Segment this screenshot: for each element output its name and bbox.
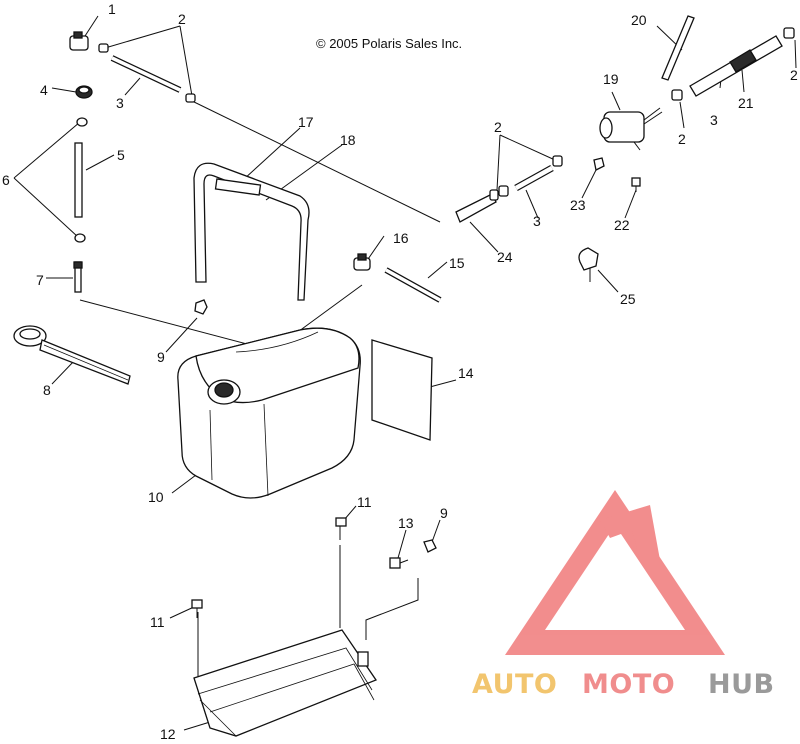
part-10-fuel-tank xyxy=(177,327,361,499)
part-24-fitting xyxy=(455,189,499,223)
callout-2-right: 2 xyxy=(678,131,686,147)
watermark-logo xyxy=(505,490,725,655)
watermark-moto: MOTO xyxy=(582,669,675,700)
part-19-valve xyxy=(599,107,663,151)
part-12-skid-plate xyxy=(193,629,377,737)
part-21-3-hose-right xyxy=(689,35,783,97)
callout-9-bottom: 9 xyxy=(440,505,448,521)
callout-20: 20 xyxy=(631,12,647,28)
callout-9-top: 9 xyxy=(157,349,165,365)
part-20-rod xyxy=(661,15,695,81)
callout-8: 8 xyxy=(43,382,51,398)
callout-2-mid: 2 xyxy=(494,119,502,135)
callout-14: 14 xyxy=(458,365,474,381)
part-3-hose-mid xyxy=(514,164,554,192)
part-11-bolt-top xyxy=(335,517,347,540)
part-23-nut xyxy=(593,157,605,171)
part-17-18-strap xyxy=(193,162,310,301)
part-14-pad xyxy=(371,339,433,441)
callout-17: 17 xyxy=(298,114,314,130)
callout-18: 18 xyxy=(340,132,356,148)
callout-23: 23 xyxy=(570,197,586,213)
part-7-pin xyxy=(73,261,83,293)
callout-4: 4 xyxy=(40,82,48,98)
callout-3-right: 3 xyxy=(710,112,718,128)
part-2-clamp-right-b xyxy=(783,27,795,39)
callout-2-far-right: 2 xyxy=(790,67,798,83)
part-13-bolt xyxy=(389,557,409,569)
part-2-clamp-mid-b xyxy=(552,155,563,167)
callout-2-left: 2 xyxy=(178,11,186,27)
part-9-nut-top xyxy=(194,299,208,315)
part-22-screw xyxy=(631,177,641,192)
callout-22: 22 xyxy=(614,217,630,233)
part-6-cap-bottom xyxy=(74,233,86,243)
callout-16: 16 xyxy=(393,230,409,246)
callout-25: 25 xyxy=(620,291,636,307)
leader-lines xyxy=(13,15,797,731)
part-4-grommet xyxy=(75,85,93,99)
callout-11-top: 11 xyxy=(357,494,372,510)
callout-24: 24 xyxy=(497,249,513,265)
callout-11-bottom: 11 xyxy=(150,614,165,630)
part-2-clamp-mid-a xyxy=(498,185,509,197)
part-25-bracket xyxy=(578,247,599,282)
part-11-bolt-bottom xyxy=(191,599,203,618)
part-2-clamp-left-a xyxy=(98,43,109,53)
part-9-nut-bottom xyxy=(423,539,437,553)
part-15-hose xyxy=(384,267,442,303)
part-2-clamp-right-a xyxy=(671,89,683,101)
callout-1: 1 xyxy=(108,1,116,17)
part-8-dipstick-cap xyxy=(13,325,131,385)
callout-12: 12 xyxy=(160,726,176,742)
part-2-clamp-left-b xyxy=(185,93,196,103)
part-3-hose-left xyxy=(110,55,182,93)
watermark-text: AUTO MOTO HUB xyxy=(472,669,775,700)
copyright-text: © 2005 Polaris Sales Inc. xyxy=(316,36,462,51)
callout-10: 10 xyxy=(148,489,164,505)
callout-21: 21 xyxy=(738,95,754,111)
callout-15: 15 xyxy=(449,255,465,271)
callout-3-mid: 3 xyxy=(533,213,541,229)
callout-13: 13 xyxy=(398,515,414,531)
callout-19: 19 xyxy=(603,71,619,87)
callout-3-left: 3 xyxy=(116,95,124,111)
part-5-tube xyxy=(74,142,83,218)
watermark-auto: AUTO xyxy=(472,669,557,700)
part-1-fitting xyxy=(69,31,89,51)
part-6-cap-top xyxy=(76,117,88,127)
callout-6: 6 xyxy=(2,172,10,188)
part-16-elbow xyxy=(353,253,371,271)
callout-5: 5 xyxy=(117,147,125,163)
watermark-hub: HUB xyxy=(708,669,775,700)
callout-7: 7 xyxy=(36,272,44,288)
